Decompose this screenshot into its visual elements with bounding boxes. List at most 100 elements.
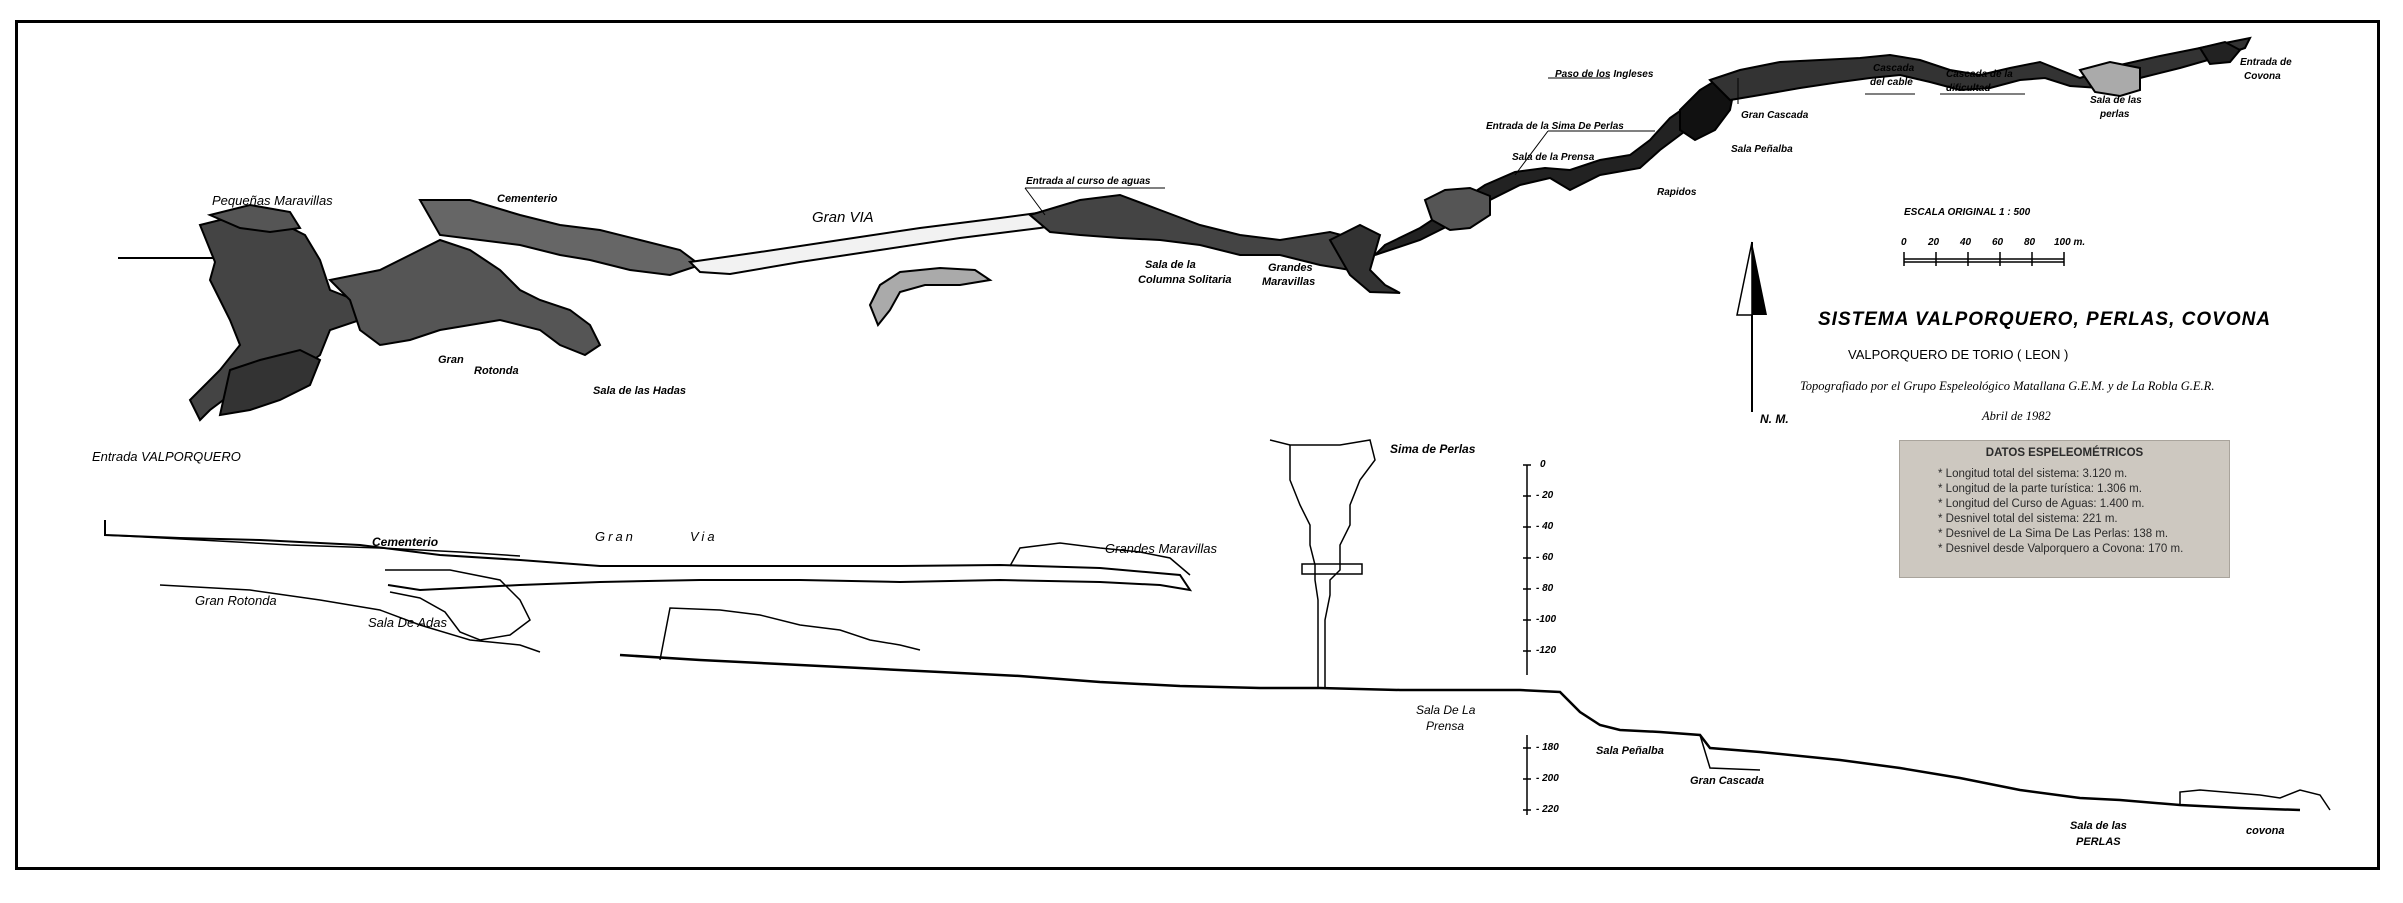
- datos-row: * Longitud total del sistema: 3.120 m.: [1938, 468, 2128, 480]
- datos-row: * Desnivel desde Valporquero a Covona: 1…: [1938, 543, 2184, 555]
- scale-tick-80: 80: [2024, 237, 2036, 248]
- plan-penalba: [1679, 76, 1737, 142]
- label-entrada-curso: Entrada al curso de aguas: [1026, 176, 1151, 187]
- label-cascada-dificultad-a: Cascada de la: [1946, 69, 2013, 80]
- label-profile-sala-prensa-b: Prensa: [1426, 719, 1465, 733]
- label-profile-gran-cascada: Gran Cascada: [1690, 775, 1764, 787]
- datos-row: * Desnivel de La Sima De Las Perlas: 138…: [1938, 528, 2169, 540]
- plan-callouts: [1024, 77, 2025, 216]
- profile-sima-shaft-b: [1289, 445, 1319, 688]
- plan-grandes-maravillas: [1328, 223, 1401, 294]
- label-gran-rotonda-a: Gran: [438, 354, 464, 366]
- label-profile-sala-perlas-b: PERLAS: [2076, 836, 2121, 848]
- depth-scale: [1523, 464, 1531, 815]
- scale-tick-40: 40: [1960, 237, 1972, 248]
- scale-bar: [1903, 252, 2065, 266]
- profile-middle-box: [659, 607, 921, 661]
- depth-tick: - 80: [1536, 583, 1554, 594]
- plan-pequenas: [206, 203, 302, 234]
- label-profile-grandes-maravillas: Grandes Maravillas: [1105, 541, 1217, 556]
- scale-tick-0: 0: [1901, 237, 1907, 248]
- label-profile-gran-rotonda: Gran Rotonda: [195, 593, 277, 608]
- plan-perlas-room: [2078, 60, 2141, 98]
- datos-row: * Longitud del Curso de Aguas: 1.400 m.: [1938, 498, 2145, 510]
- map-subtitle: VALPORQUERO DE TORIO ( LEON ): [1848, 347, 2069, 362]
- depth-tick: - 60: [1536, 552, 1554, 563]
- label-gran-rotonda-b: Rotonda: [474, 365, 519, 377]
- profile-cascada-drop: [1699, 734, 1761, 771]
- plan-columna: [1027, 193, 1372, 272]
- depth-tick: - 40: [1536, 521, 1554, 532]
- label-sala-penalba: Sala Peñalba: [1731, 144, 1793, 155]
- depth-tick: -120: [1536, 645, 1557, 656]
- label-cascada-cable-a: Cascada: [1873, 63, 1915, 74]
- datos-row: * Longitud de la parte turística: 1.306 …: [1938, 483, 2142, 495]
- label-profile-via: Via: [690, 529, 718, 544]
- profile-sima-shaft: [1269, 439, 1376, 688]
- north-arrow: [1736, 241, 1767, 412]
- profile-grandes-maravillas: [1009, 542, 1191, 576]
- map-frame: [15, 20, 2380, 870]
- profile-adas-loop: [385, 569, 531, 641]
- label-sala-columna-b: Columna Solitaria: [1138, 274, 1232, 286]
- plan-cementerio: [418, 199, 703, 277]
- label-grandes-maravillas-a: Grandes: [1268, 262, 1313, 274]
- label-entrada-covona-b: Covona: [2244, 71, 2281, 82]
- depth-tick: - 220: [1536, 804, 1559, 815]
- label-sala-hadas: Sala de las Hadas: [593, 385, 686, 397]
- depth-tick: 0: [1540, 459, 1546, 470]
- plan-hadas-branch: [327, 238, 602, 357]
- depth-tick: -100: [1536, 614, 1557, 625]
- scale-heading: ESCALA ORIGINAL 1 : 500: [1904, 207, 2031, 218]
- label-gran-cascada: Gran Cascada: [1741, 110, 1809, 121]
- label-profile-gran: Gran: [595, 529, 636, 544]
- datos-espeleometricos-box: DATOS ESPELEOMÉTRICOS * Longitud total d…: [1899, 440, 2230, 578]
- plan-hook: [868, 266, 993, 327]
- plan-rotonda: [218, 348, 322, 417]
- label-pequenas-maravillas: Pequeñas Maravillas: [212, 193, 333, 208]
- label-entrada-valporquero: Entrada VALPORQUERO: [92, 449, 241, 464]
- scale-tick-100: 100 m.: [2054, 237, 2086, 248]
- plan-view: [118, 36, 2252, 422]
- profile-sima-cap: [1301, 563, 1363, 575]
- label-gran-via: Gran VIA: [812, 209, 874, 226]
- profile-rotonda: [159, 584, 541, 653]
- north-label: N. M.: [1760, 412, 1789, 426]
- label-profile-sala-prensa-a: Sala De La: [1416, 703, 1476, 717]
- map-credit: Topografiado por el Grupo Espeleológico …: [1800, 379, 2215, 393]
- datos-heading: DATOS ESPELEOMÉTRICOS: [1985, 447, 2144, 459]
- plan-covona: [2198, 40, 2242, 66]
- plan-prensa: [1423, 186, 1491, 232]
- label-entrada-covona-a: Entrada de: [2240, 57, 2292, 68]
- depth-tick: - 200: [1536, 773, 1559, 784]
- datos-row: * Desnivel total del sistema: 221 m.: [1938, 513, 2118, 525]
- depth-tick: - 180: [1536, 742, 1559, 753]
- scale-tick-60: 60: [1992, 237, 2004, 248]
- label-sala-prensa: Sala de la Prensa: [1512, 152, 1595, 163]
- scale-tick-20: 20: [1928, 237, 1940, 248]
- map-date: Abril de 1982: [1982, 409, 2051, 423]
- label-profile-sala-penalba: Sala Peñalba: [1596, 745, 1664, 757]
- depth-tick: - 20: [1536, 490, 1554, 501]
- profile-gran-via: [104, 520, 1193, 592]
- label-cascada-dificultad-b: dificultad: [1946, 83, 1991, 94]
- label-profile-sala-perlas-a: Sala de las: [2070, 820, 2127, 832]
- label-cascada-cable-b: del cable: [1870, 77, 1913, 88]
- label-paso-ingleses: Paso de los Ingleses: [1555, 69, 1654, 80]
- label-profile-cementerio: Cementerio: [372, 535, 439, 549]
- map-title: SISTEMA VALPORQUERO, PERLAS, COVONA: [1818, 309, 2272, 330]
- label-sala-perlas-b: perlas: [2100, 109, 2130, 120]
- label-sala-perlas-a: Sala de las: [2090, 95, 2142, 106]
- plan-upper-passage: [1708, 36, 2252, 102]
- label-sima-perlas: Sima de Perlas: [1390, 442, 1476, 456]
- profile-east-end: [2179, 789, 2331, 811]
- profile-ceiling: [104, 534, 521, 557]
- label-rapidos: Rapidos: [1657, 187, 1697, 198]
- label-grandes-maravillas-b: Maravillas: [1262, 276, 1316, 288]
- label-sala-columna-a: Sala de la: [1145, 259, 1196, 271]
- profile-water-course: [619, 653, 2301, 812]
- label-entrada-sima: Entrada de la Sima De Perlas: [1486, 121, 1624, 132]
- label-profile-sala-adas: Sala De Adas: [368, 615, 448, 630]
- profile-view: [104, 439, 2331, 812]
